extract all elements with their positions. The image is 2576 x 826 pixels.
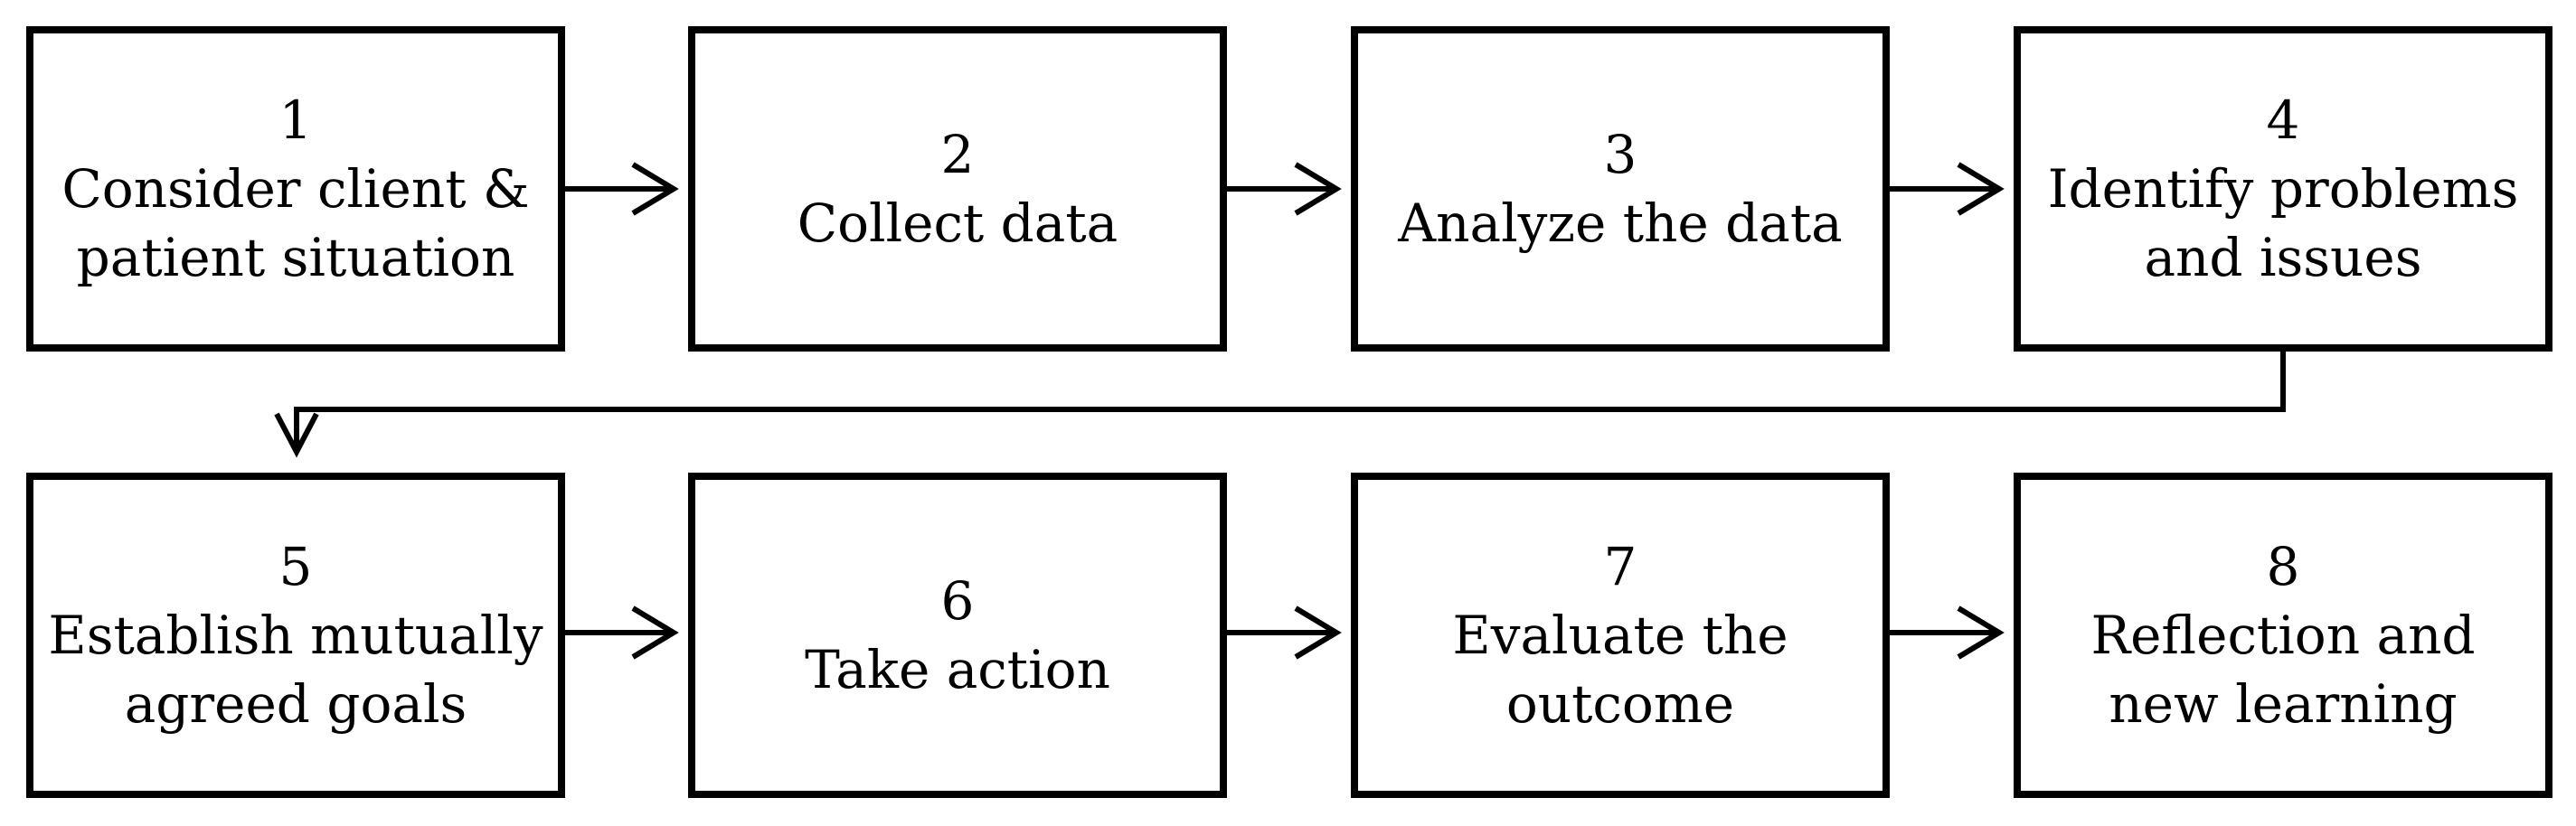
step-label: Analyze the data	[1398, 189, 1842, 258]
step-label-line: Consider client &	[61, 158, 530, 220]
step-number: 6	[940, 570, 975, 632]
arrowhead-5-to-6	[631, 605, 679, 660]
step-box-3: 3 Analyze the data	[1351, 26, 1890, 352]
arrowhead-4-to-5	[274, 412, 319, 458]
arrowhead-2-to-3	[1294, 162, 1342, 216]
step-label-line: Analyze the data	[1398, 192, 1843, 254]
step-label-line: Establish mutually	[48, 605, 543, 666]
step-label: Take action	[805, 635, 1110, 704]
step-box-5: 5 Establish mutually agreed goals	[26, 473, 565, 798]
step-label-line: Take action	[805, 639, 1110, 700]
step-label-line: outcome	[1505, 673, 1735, 735]
step-label: Identify problems and issues	[2048, 155, 2519, 292]
arrowhead-6-to-7	[1294, 605, 1342, 660]
step-label-line: Reflection and	[2090, 605, 2476, 666]
step-label-line: agreed goals	[124, 673, 467, 735]
step-box-2: 2 Collect data	[688, 26, 1227, 352]
step-box-6: 6 Take action	[688, 473, 1227, 798]
step-label-line: and issues	[2144, 227, 2422, 288]
step-number: 3	[1603, 124, 1637, 185]
step-label-line: Collect data	[797, 192, 1118, 254]
step-label-line: Evaluate the	[1452, 605, 1788, 666]
step-box-1: 1 Consider client & patient situation	[26, 26, 565, 352]
step-number: 8	[2266, 536, 2300, 597]
step-number: 7	[1603, 536, 1637, 597]
arrow-4-to-5	[294, 352, 2286, 452]
step-box-7: 7 Evaluate the outcome	[1351, 473, 1890, 798]
step-label: Reflection and new learning	[2090, 601, 2475, 738]
step-number: 4	[2266, 89, 2300, 151]
step-label-line: patient situation	[76, 227, 515, 288]
step-label: Consider client & patient situation	[61, 155, 529, 292]
step-label: Collect data	[797, 189, 1118, 258]
step-label-line: Identify problems	[2047, 158, 2519, 220]
step-number: 2	[940, 124, 975, 185]
step-label-line: new learning	[2109, 673, 2458, 735]
step-number: 1	[278, 89, 313, 151]
step-label: Establish mutually agreed goals	[48, 601, 543, 738]
step-box-4: 4 Identify problems and issues	[2014, 26, 2552, 352]
arrowhead-1-to-2	[631, 162, 679, 216]
arrowhead-3-to-4	[1957, 162, 2005, 216]
arrowhead-7-to-8	[1957, 605, 2005, 660]
step-box-8: 8 Reflection and new learning	[2014, 473, 2552, 798]
step-label: Evaluate the outcome	[1452, 601, 1788, 738]
step-number: 5	[278, 536, 313, 597]
